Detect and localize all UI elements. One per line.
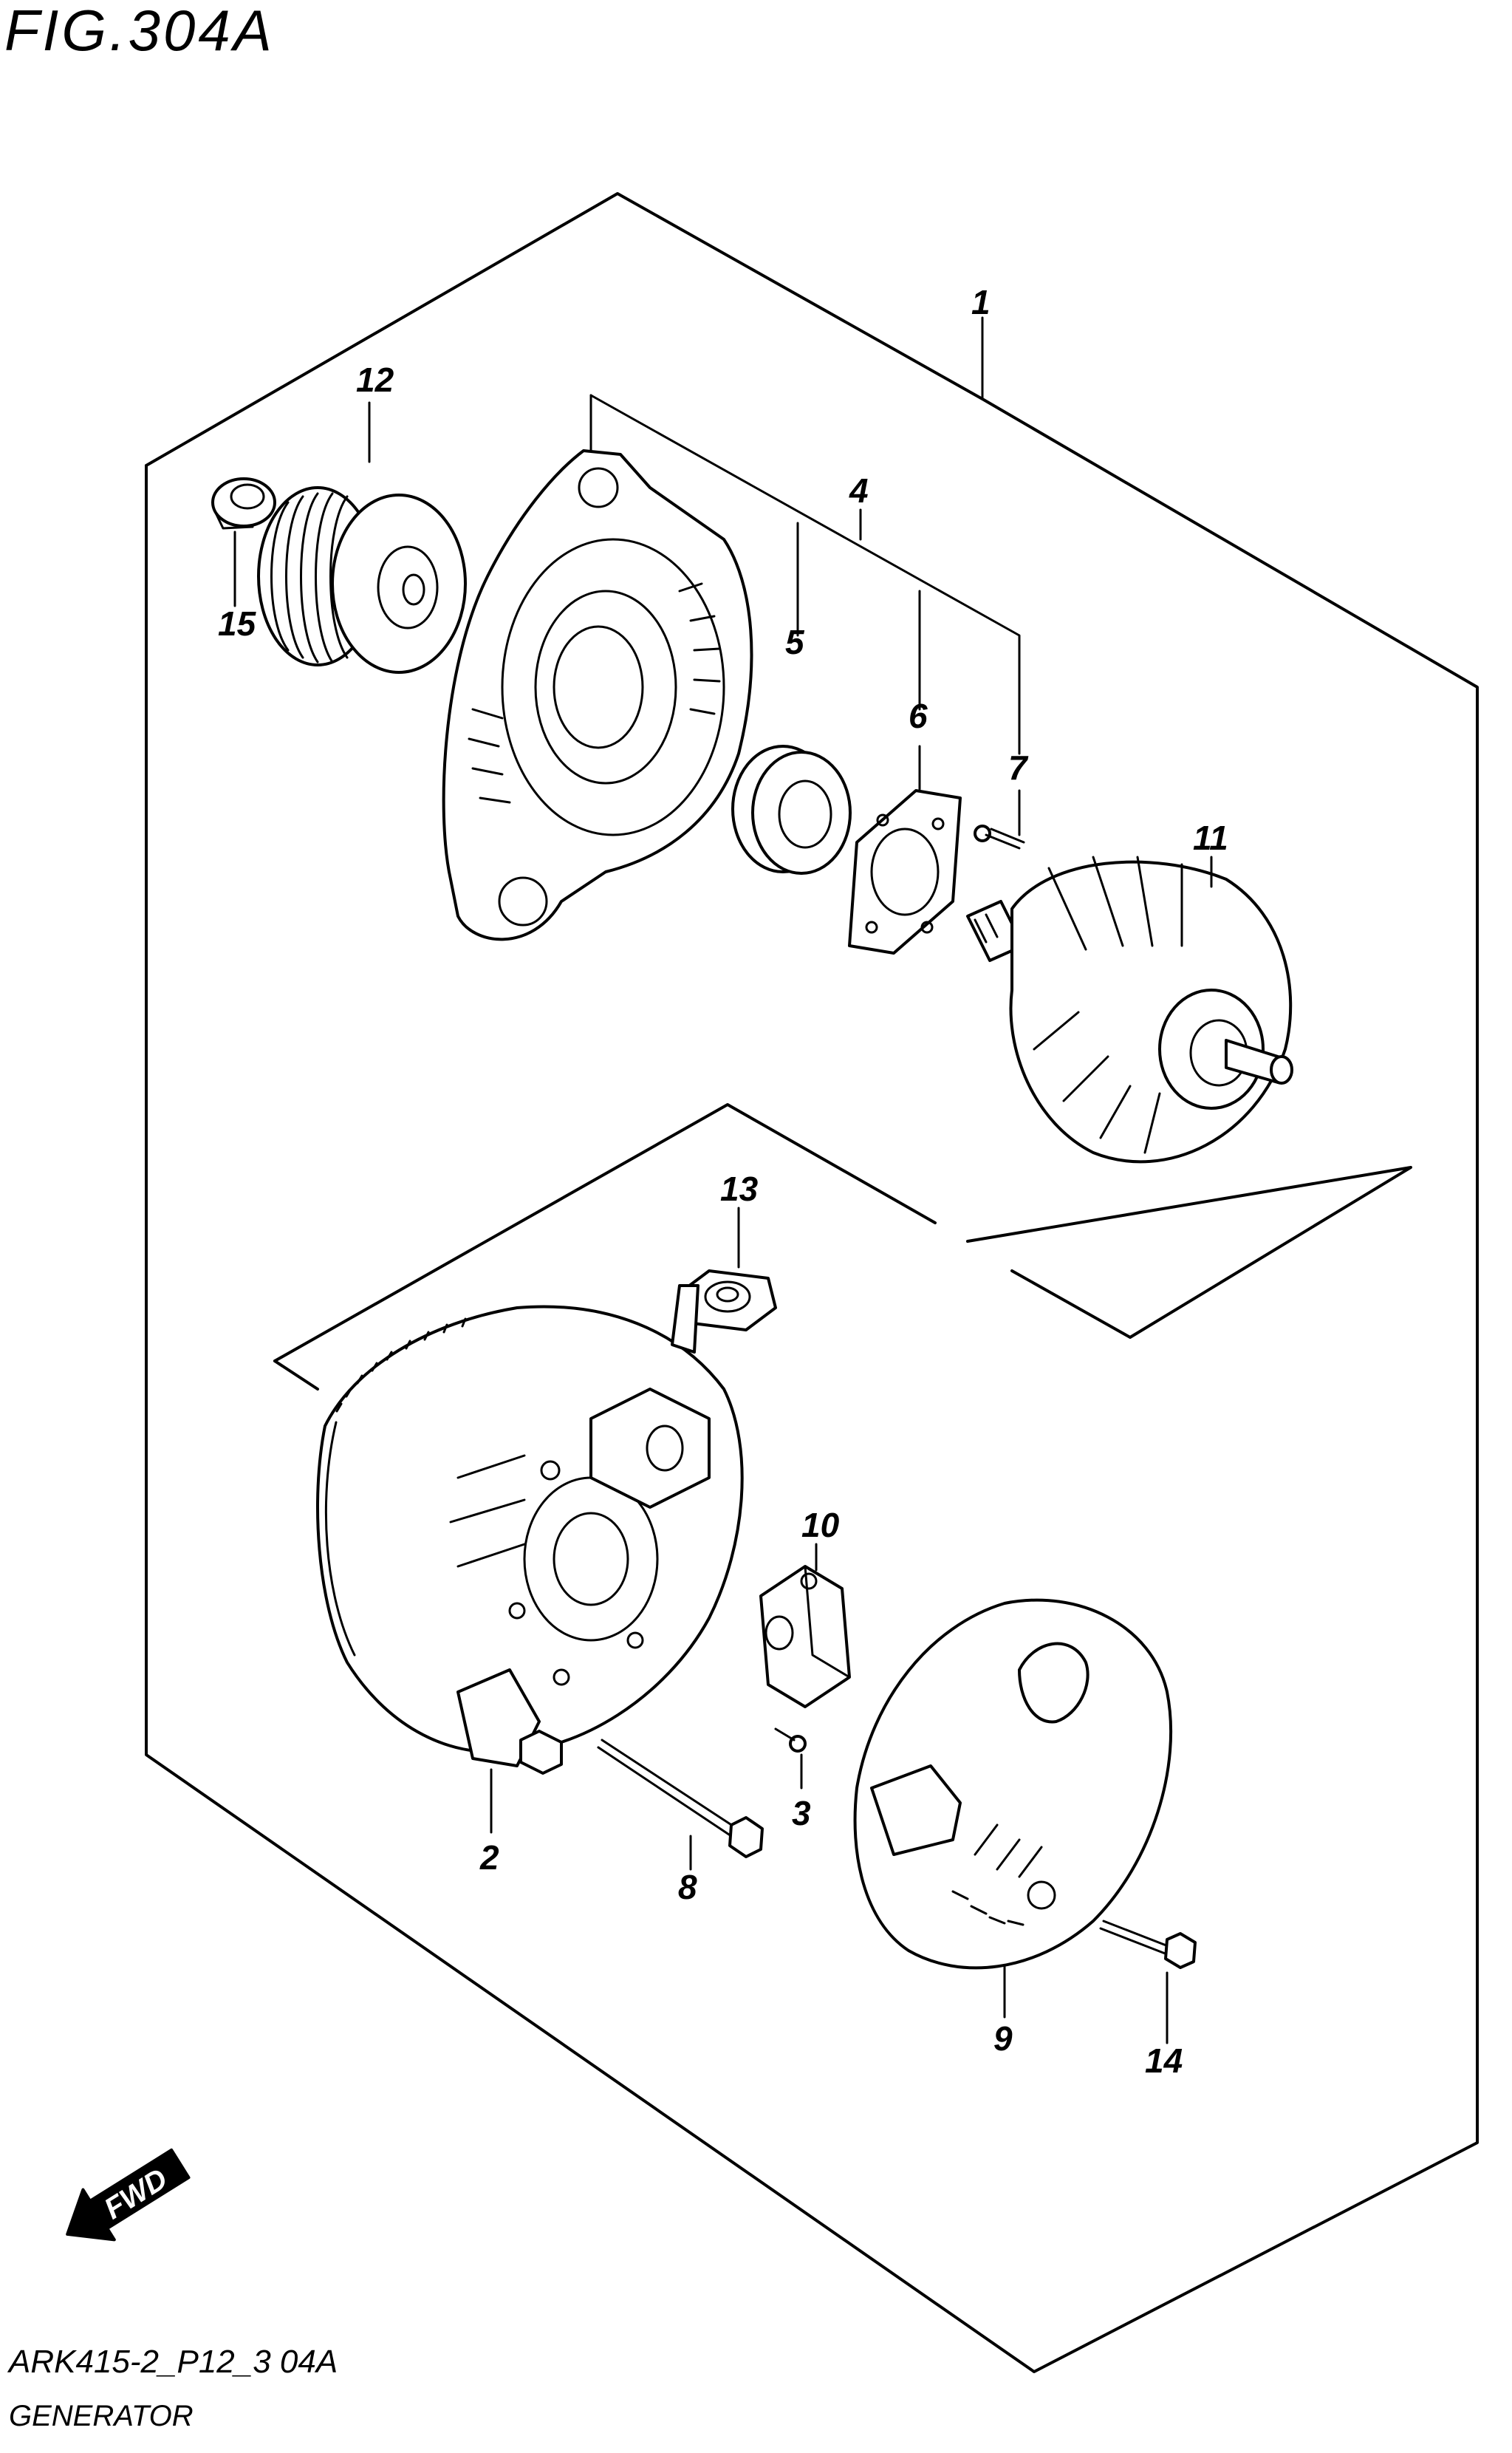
callout-1: 1 xyxy=(971,283,991,321)
callout-15: 15 xyxy=(218,604,257,643)
part-15-nut xyxy=(211,477,276,530)
diagram-code: ARK415-2_P12_3 04A xyxy=(9,2344,338,2380)
part-2-rear-housing xyxy=(316,1284,744,1775)
callout-10: 10 xyxy=(801,1506,840,1544)
front-housing-bracket xyxy=(589,394,1021,755)
part-12-pulley xyxy=(257,486,467,674)
part-6-retainer-plate xyxy=(848,789,962,955)
callout-3: 3 xyxy=(792,1794,811,1832)
part-14-bolt xyxy=(1099,1920,1197,1969)
front-housing xyxy=(442,449,753,941)
leader-lines xyxy=(233,316,1213,2044)
callout-6: 6 xyxy=(909,697,928,735)
callout-14: 14 xyxy=(1145,2041,1183,2080)
callout-9: 9 xyxy=(993,2019,1013,2058)
part-3-screw xyxy=(774,1727,807,1753)
part-11-rotor xyxy=(966,856,1293,1164)
part-13-connector-cap xyxy=(678,1269,777,1331)
callout-8: 8 xyxy=(678,1868,697,1906)
callout-7: 7 xyxy=(1008,748,1029,787)
callout-2: 2 xyxy=(479,1838,499,1877)
callout-13: 13 xyxy=(720,1170,759,1208)
rear-frame-left-drop xyxy=(273,1359,319,1391)
callout-labels: 1 2 3 4 5 6 7 8 9 10 11 12 13 14 15 xyxy=(218,283,1228,2080)
part-9-rear-cover xyxy=(853,1598,1173,1970)
callout-4: 4 xyxy=(849,471,869,510)
fwd-arrow: FWD xyxy=(66,2148,191,2242)
assembly-outline xyxy=(145,192,1479,2373)
callout-11: 11 xyxy=(1193,819,1228,857)
figure-title: FIG.304A xyxy=(4,0,275,63)
part-7-screw xyxy=(974,825,1025,850)
callout-5: 5 xyxy=(785,623,805,661)
rear-frame-outline xyxy=(273,1103,937,1362)
callout-12: 12 xyxy=(356,361,394,399)
part-10-regulator xyxy=(759,1565,851,1708)
part-5-bearing xyxy=(731,745,852,875)
rear-frame-outline-right xyxy=(966,1166,1412,1339)
part-8-through-bolt xyxy=(597,1739,764,1858)
diagram-name: GENERATOR xyxy=(9,2400,194,2432)
